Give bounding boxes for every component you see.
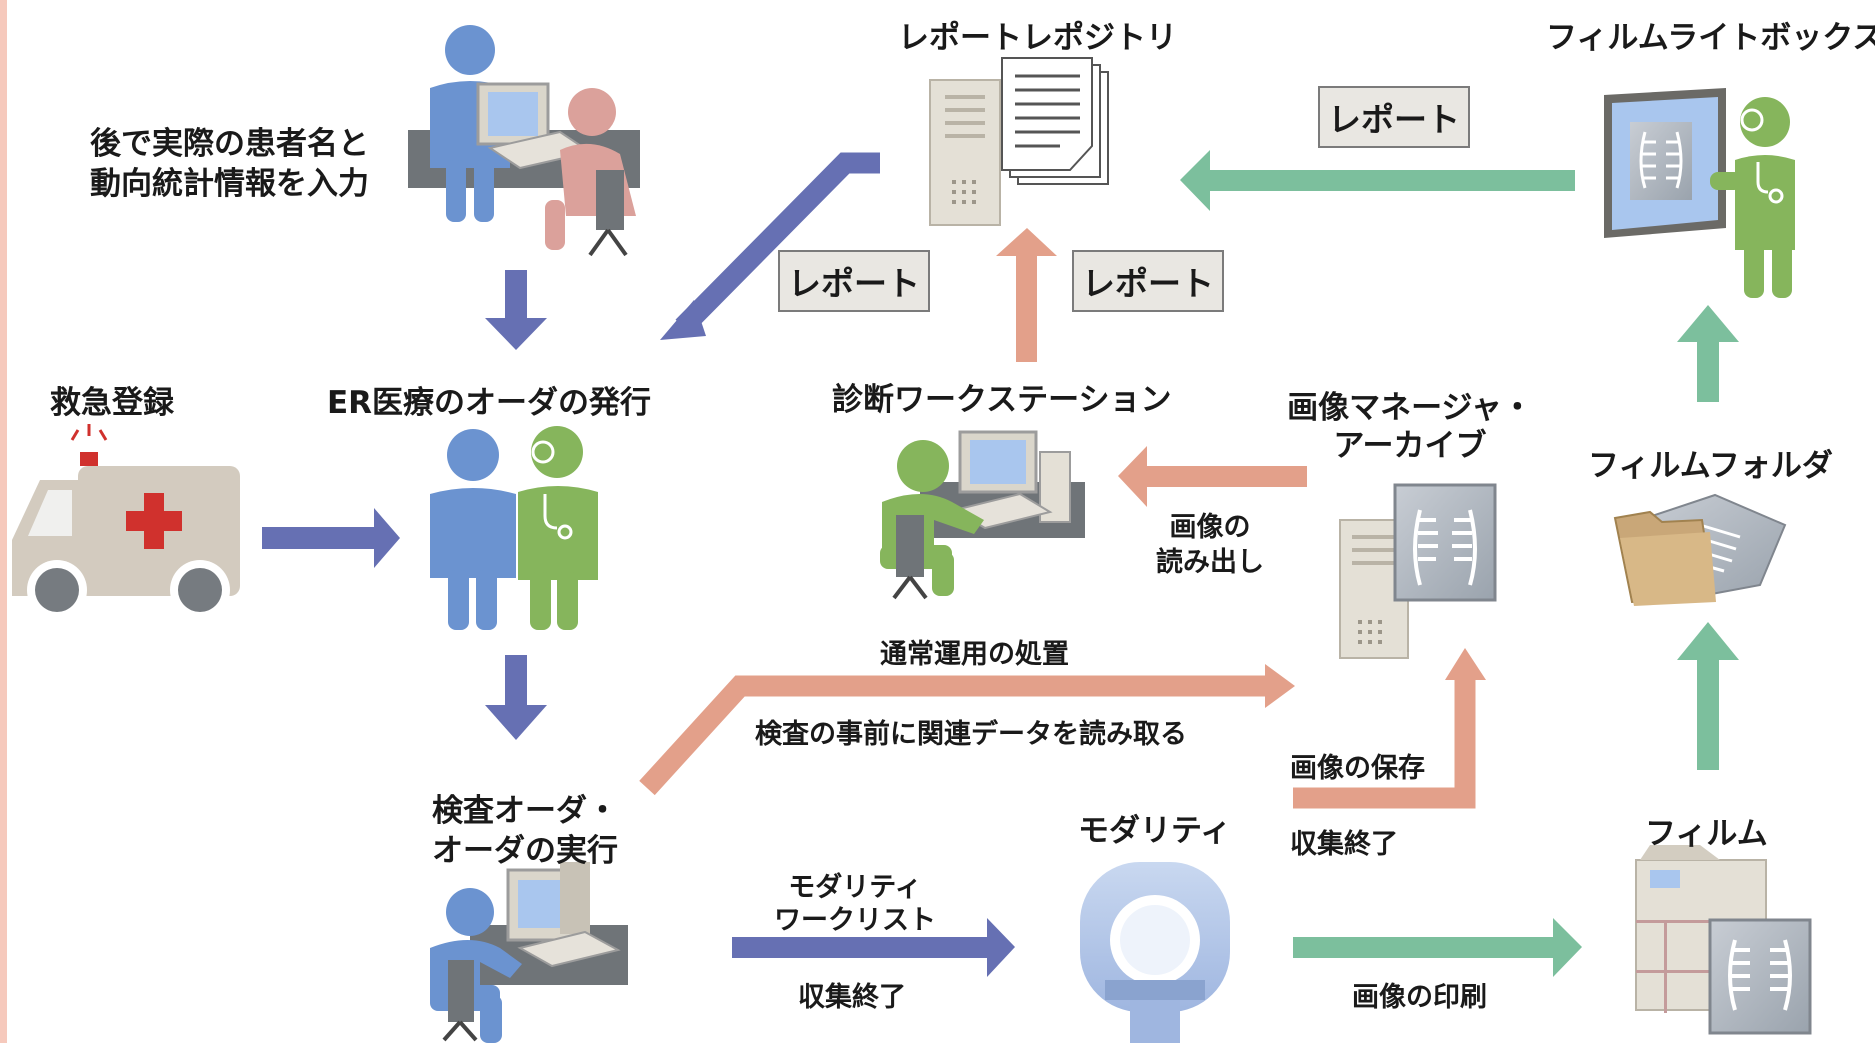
film-printer-icon — [1635, 845, 1812, 1035]
label-film-lightbox: フィルムライトボックス — [1546, 20, 1875, 56]
report-badge-lightbox: レポート — [1318, 86, 1470, 148]
label-later-entry-line2: 動向統計情報を入力 — [90, 166, 369, 202]
arrow-er-order-to-exam-order — [485, 655, 547, 740]
arrow-report-to-er-order — [660, 152, 880, 340]
label-image-readout-line2: 読み出し — [1156, 547, 1264, 578]
film-lightbox-icon — [1604, 88, 1795, 298]
label-image-storage: 画像の保存 — [1290, 753, 1425, 784]
arrow-prefetch — [639, 664, 1295, 796]
patient-and-doctor-icon — [430, 426, 598, 630]
ambulance-icon — [12, 424, 240, 620]
label-film-folder: フィルムフォルダ — [1588, 448, 1833, 484]
arrow-lightbox-report-to-repository — [1180, 150, 1575, 211]
label-prefetch: 検査の事前に関連データを読み取る — [755, 719, 1187, 750]
arrow-workstation-report-to-repository — [996, 228, 1057, 362]
label-acquisition-complete-left: 収集終了 — [798, 982, 906, 1013]
label-acquisition-complete-right: 収集終了 — [1290, 829, 1398, 860]
arrow-film-to-folder — [1677, 622, 1739, 770]
left-edge-stripe — [0, 0, 7, 1043]
label-er-order: ER医療のオーダの発行 — [327, 385, 652, 421]
film-folder-icon — [1613, 493, 1787, 606]
ct-scanner-icon — [1080, 862, 1230, 1043]
label-exam-order-line2: オーダの実行 — [432, 833, 618, 869]
label-film: フィルム — [1645, 816, 1768, 852]
arrow-worklist-to-modality — [732, 918, 1015, 977]
label-image-print: 画像の印刷 — [1352, 982, 1487, 1013]
label-diagnostic-workstation: 診断ワークステーション — [832, 382, 1172, 418]
arrow-folder-to-lightbox — [1677, 305, 1739, 402]
label-modality: モダリティ — [1078, 813, 1232, 849]
report-badge-er: レポート — [778, 250, 930, 312]
arrow-image-storage — [1293, 648, 1486, 809]
arrow-clerk-to-er-order — [485, 270, 547, 350]
label-normal-procedure: 通常運用の処置 — [880, 639, 1069, 670]
technologist-at-computer-icon — [430, 862, 628, 1043]
label-image-manager-line1: 画像マネージャ・ — [1287, 390, 1533, 426]
arrow-image-print — [1293, 918, 1582, 977]
arrow-image-readout — [1118, 446, 1307, 507]
report-server-icon — [929, 57, 1109, 226]
label-modality-worklist-line1: モダリティ — [788, 872, 922, 903]
label-image-manager-line2: アーカイブ — [1333, 428, 1487, 464]
label-report-repository: レポートレポジトリ — [898, 20, 1177, 56]
image-archive-icon — [1339, 483, 1497, 659]
radiologist-workstation-icon — [880, 430, 1085, 600]
label-modality-worklist-line2: ワークリスト — [774, 905, 936, 936]
arrow-registration-to-er-order — [262, 508, 400, 568]
report-badge-workstation: レポート — [1072, 250, 1224, 312]
label-exam-order-line1: 検査オーダ・ — [432, 793, 618, 829]
clerk-at-computer-icon — [408, 25, 640, 257]
label-emergency-registration: 救急登録 — [50, 385, 174, 421]
label-later-entry-line1: 後で実際の患者名と — [90, 126, 369, 162]
label-image-readout-line1: 画像の — [1169, 512, 1251, 543]
